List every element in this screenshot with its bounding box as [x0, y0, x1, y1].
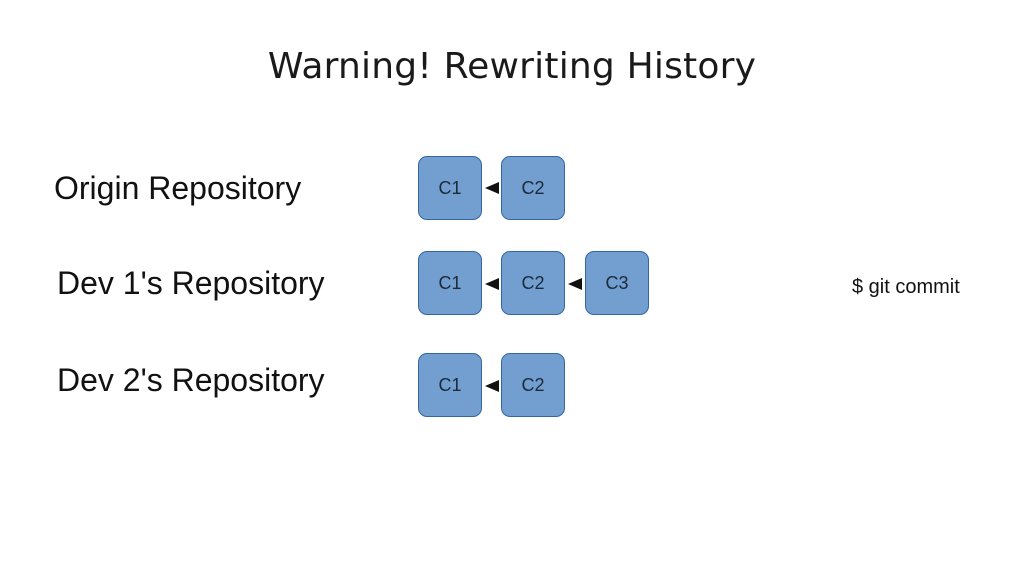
commit-label: C3	[605, 272, 629, 293]
commit-origin-c2: C2	[501, 156, 565, 220]
repo-label-dev2: Dev 2's Repository	[57, 362, 325, 398]
parent-arrow-icon	[485, 182, 499, 194]
commit-origin-c1: C1	[418, 156, 482, 220]
commit-label: C1	[438, 374, 462, 395]
commit-dev2-c2: C2	[501, 353, 565, 417]
commit-dev1-c2: C2	[501, 251, 565, 315]
repo-label-dev1: Dev 1's Repository	[57, 265, 325, 301]
commit-dev1-c1: C1	[418, 251, 482, 315]
slide-title: Warning! Rewriting History	[267, 46, 757, 87]
commit-label: C1	[438, 272, 462, 293]
parent-arrow-icon	[485, 380, 499, 392]
parent-arrow-icon	[568, 278, 582, 290]
repo-label-origin: Origin Repository	[54, 170, 302, 206]
commit-label: C2	[521, 272, 545, 293]
command-text: $ git commit	[852, 276, 960, 298]
commit-label: C2	[521, 374, 545, 395]
parent-arrow-icon	[485, 278, 499, 290]
commit-label: C2	[521, 177, 545, 198]
commit-dev2-c1: C1	[418, 353, 482, 417]
commit-label: C1	[438, 177, 462, 198]
commit-dev1-c3: C3	[585, 251, 649, 315]
